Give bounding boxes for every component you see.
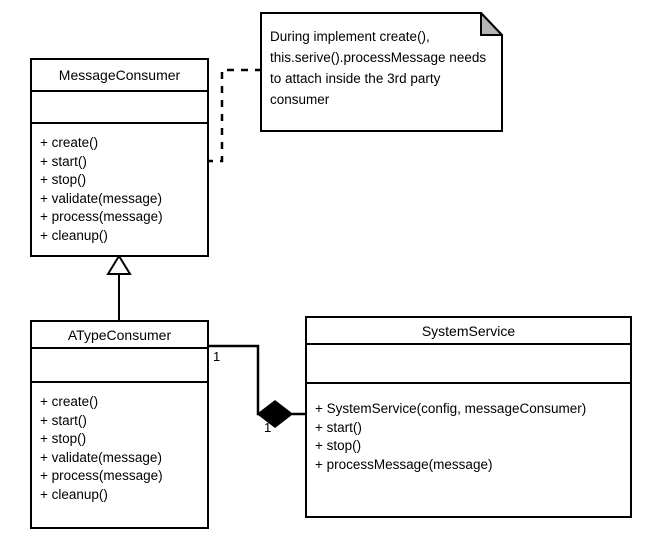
class-name-message-consumer: MessageConsumer	[32, 60, 207, 92]
note-dashed-line	[209, 68, 262, 163]
operation-item: + create()	[40, 135, 99, 150]
note-implementation[interactable]: During implement create(), this.serive()…	[260, 12, 503, 132]
class-operations-system-service: + SystemService(config, messageConsumer)…	[307, 384, 630, 480]
operation-item: + cleanup()	[40, 227, 108, 243]
class-box-message-consumer[interactable]: MessageConsumer + create() + start() + s…	[30, 58, 209, 257]
class-attributes-system-service	[307, 345, 630, 384]
operation-item: + stop()	[40, 172, 87, 187]
note-text: During implement create(), this.serive()…	[270, 29, 487, 107]
class-name-system-service: SystemService	[307, 318, 630, 345]
filled-diamond-arrowhead	[256, 400, 294, 428]
operation-item: + stop()	[40, 431, 87, 446]
class-attributes-message-consumer	[32, 92, 207, 124]
operation-item: + create()	[40, 394, 99, 409]
operation-item: + stop()	[315, 438, 362, 453]
operation-item: + cleanup()	[40, 486, 108, 502]
class-box-system-service[interactable]: SystemService + SystemService(config, me…	[305, 316, 632, 518]
hollow-triangle-arrowhead	[106, 254, 132, 275]
operation-item: + start()	[40, 412, 87, 428]
generalization-connector[interactable]	[106, 254, 132, 320]
note-body-shape	[260, 12, 503, 132]
note-folded-corner-icon	[480, 12, 503, 36]
operation-item: + processMessage(message)	[315, 456, 493, 472]
operation-item: + process(message)	[40, 209, 163, 224]
class-operations-message-consumer: + create() + start() + stop() + validate…	[32, 124, 207, 251]
class-operations-atype-consumer: + create() + start() + stop() + validate…	[32, 383, 207, 510]
operation-item: + validate(message)	[40, 449, 162, 465]
composition-connector[interactable]	[209, 344, 306, 428]
operation-item: + SystemService(config, messageConsumer)	[315, 401, 587, 416]
operation-item: + start()	[40, 153, 87, 169]
multiplicity-target: 1	[264, 420, 272, 435]
note-anchor-connector[interactable]	[209, 68, 262, 163]
operation-item: + start()	[315, 419, 362, 435]
multiplicity-source: 1	[213, 349, 221, 364]
class-name-atype-consumer: ATypeConsumer	[32, 322, 207, 349]
operation-item: + validate(message)	[40, 190, 162, 206]
class-box-atype-consumer[interactable]: ATypeConsumer + create() + start() + sto…	[30, 320, 209, 529]
operation-item: + process(message)	[40, 468, 163, 483]
class-attributes-atype-consumer	[32, 349, 207, 383]
